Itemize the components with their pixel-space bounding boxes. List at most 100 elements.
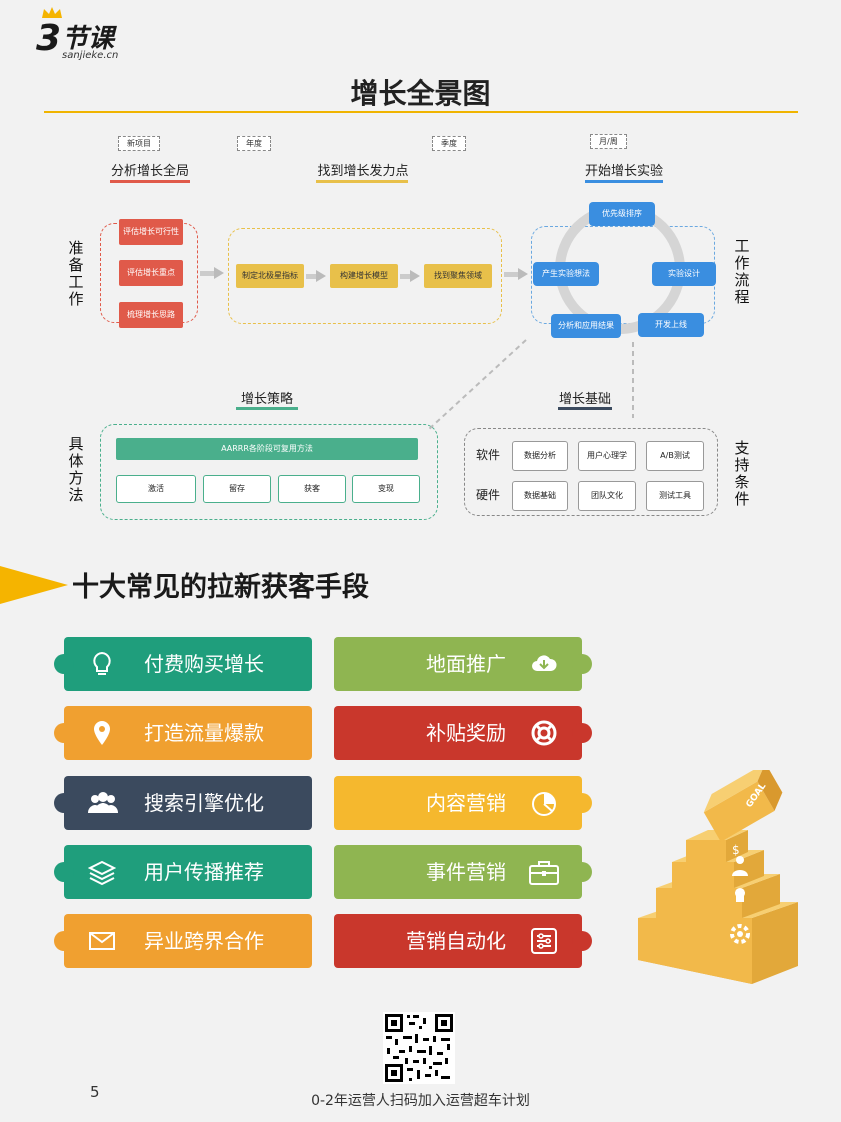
logo-name: 节课 <box>62 24 115 54</box>
base-item-test-tools: 测试工具 <box>646 481 704 511</box>
base-underline <box>558 407 612 410</box>
card-knob <box>54 793 74 813</box>
card-ground-promotion: 地面推广 <box>334 637 592 691</box>
strategy-item-activation: 激活 <box>116 475 196 503</box>
card-label: 打造流量爆款 <box>144 721 264 745</box>
card-crossover: 异业跨界合作 <box>54 914 312 968</box>
card-label: 补贴奖励 <box>426 721 506 745</box>
base-title: 增长基础 <box>558 392 611 407</box>
pie-chart-icon <box>532 792 556 816</box>
card-label: 用户传播推荐 <box>144 860 264 884</box>
base-item-psychology: 用户心理学 <box>578 441 636 471</box>
arrow-shaft <box>504 272 518 277</box>
strategy-aarrr-bar: AARRR各阶段可复用方法 <box>116 438 418 460</box>
cycle-item-ideas: 产生实验想法 <box>533 262 599 286</box>
location-pin-icon <box>94 721 110 745</box>
card-paid-growth: 付费购买增长 <box>54 637 312 691</box>
connector-line-strategy <box>427 339 527 431</box>
label-workflow: 工作流程 <box>734 237 750 306</box>
label-support: 支持条件 <box>734 439 750 508</box>
card-marketing-automation: 营销自动化 <box>334 914 592 968</box>
card-knob <box>572 793 592 813</box>
label-methods: 具体方法 <box>68 435 84 504</box>
base-row-hardware-label: 硬件 <box>476 488 501 502</box>
envelope-icon <box>89 932 115 950</box>
connector-line-base <box>632 342 634 418</box>
layers-icon <box>88 860 116 886</box>
card-viral-content: 打造流量爆款 <box>54 706 312 760</box>
prep-item-priority: 评估增长重点 <box>119 260 183 286</box>
logo-subtitle: sanjieke.cn <box>62 50 119 61</box>
arrow-right-icon <box>518 268 528 280</box>
card-event-marketing: 事件营销 <box>334 845 592 899</box>
strategy-box <box>100 424 438 520</box>
briefcase-icon <box>529 861 559 885</box>
page-number: 5 <box>90 1083 100 1101</box>
cycle-item-launch: 开发上线 <box>638 313 704 337</box>
card-label: 付费购买增长 <box>144 652 264 676</box>
page-title: 增长全景图 <box>350 77 491 110</box>
arrow-shaft <box>200 271 214 276</box>
card-label: 事件营销 <box>426 860 506 884</box>
card-content-marketing: 内容营销 <box>334 776 592 830</box>
cloud-download-icon <box>532 655 557 671</box>
cycle-item-prioritize: 优先级排序 <box>589 202 655 226</box>
strategy-item-monetization: 变现 <box>352 475 420 503</box>
arrow-shaft <box>306 274 316 279</box>
base-item-team-culture: 团队文化 <box>578 481 636 511</box>
phase-underline-yellow <box>316 180 408 183</box>
cycle-item-design: 实验设计 <box>652 262 716 286</box>
base-box <box>464 428 718 516</box>
card-knob <box>572 862 592 882</box>
card-knob <box>54 654 74 674</box>
card-knob <box>54 931 74 951</box>
phase-underline-blue <box>585 180 663 183</box>
card-label: 异业跨界合作 <box>144 929 264 953</box>
cycle-item-analyze: 分析和应用结果 <box>551 314 621 338</box>
card-label: 搜索引擎优化 <box>144 791 264 815</box>
lifebuoy-icon <box>531 720 557 746</box>
label-prep-work: 准备工作 <box>68 239 84 308</box>
strategy-item-retention: 留存 <box>203 475 271 503</box>
arrow-shaft <box>400 274 410 279</box>
card-subsidy: 补贴奖励 <box>334 706 592 760</box>
strategy-item-acquisition: 获客 <box>278 475 346 503</box>
lightbulb-icon <box>93 651 111 675</box>
phase-label-experiment: 开始增长实验 <box>584 164 663 179</box>
card-referral: 用户传播推荐 <box>54 845 312 899</box>
phase-tag-quarter: 季度 <box>432 136 466 151</box>
phase-tag-month-week: 月/周 <box>590 134 627 149</box>
card-label: 地面推广 <box>426 652 506 676</box>
base-row-software-label: 软件 <box>476 448 501 462</box>
crown-icon <box>42 7 62 18</box>
card-knob <box>54 723 74 743</box>
qr-code[interactable] <box>383 1012 455 1084</box>
strategy-underline <box>236 407 298 410</box>
settings-list-icon <box>531 928 557 954</box>
section-arrow-icon <box>0 566 68 604</box>
card-label: 内容营销 <box>426 791 506 815</box>
card-knob <box>54 862 74 882</box>
card-label: 营销自动化 <box>406 929 506 953</box>
card-knob <box>572 723 592 743</box>
focus-item-north-star: 制定北极星指标 <box>236 264 304 288</box>
base-item-data-analysis: 数据分析 <box>512 441 568 471</box>
phase-underline-red <box>110 180 190 183</box>
logo-number: 3 <box>36 18 62 59</box>
focus-box <box>228 228 502 324</box>
phase-tag-new-project: 新项目 <box>118 136 160 151</box>
card-seo: 搜索引擎优化 <box>54 776 312 830</box>
title-rule <box>44 111 798 113</box>
arrow-right-icon <box>316 270 326 282</box>
card-knob <box>572 931 592 951</box>
phase-tag-year: 年度 <box>237 136 271 151</box>
phase-label-analyze: 分析增长全局 <box>110 164 189 179</box>
arrow-right-icon <box>214 267 224 279</box>
prep-item-ideas: 梳理增长思路 <box>119 302 183 328</box>
base-item-data-foundation: 数据基础 <box>512 481 568 511</box>
goal-pyramid-illustration: $ GOAL <box>638 770 798 984</box>
section-title: 十大常见的拉新获客手段 <box>72 572 369 603</box>
users-icon <box>88 792 118 813</box>
prep-item-feasibility: 评估增长可行性 <box>119 219 183 245</box>
focus-item-model: 构建增长模型 <box>330 264 398 288</box>
